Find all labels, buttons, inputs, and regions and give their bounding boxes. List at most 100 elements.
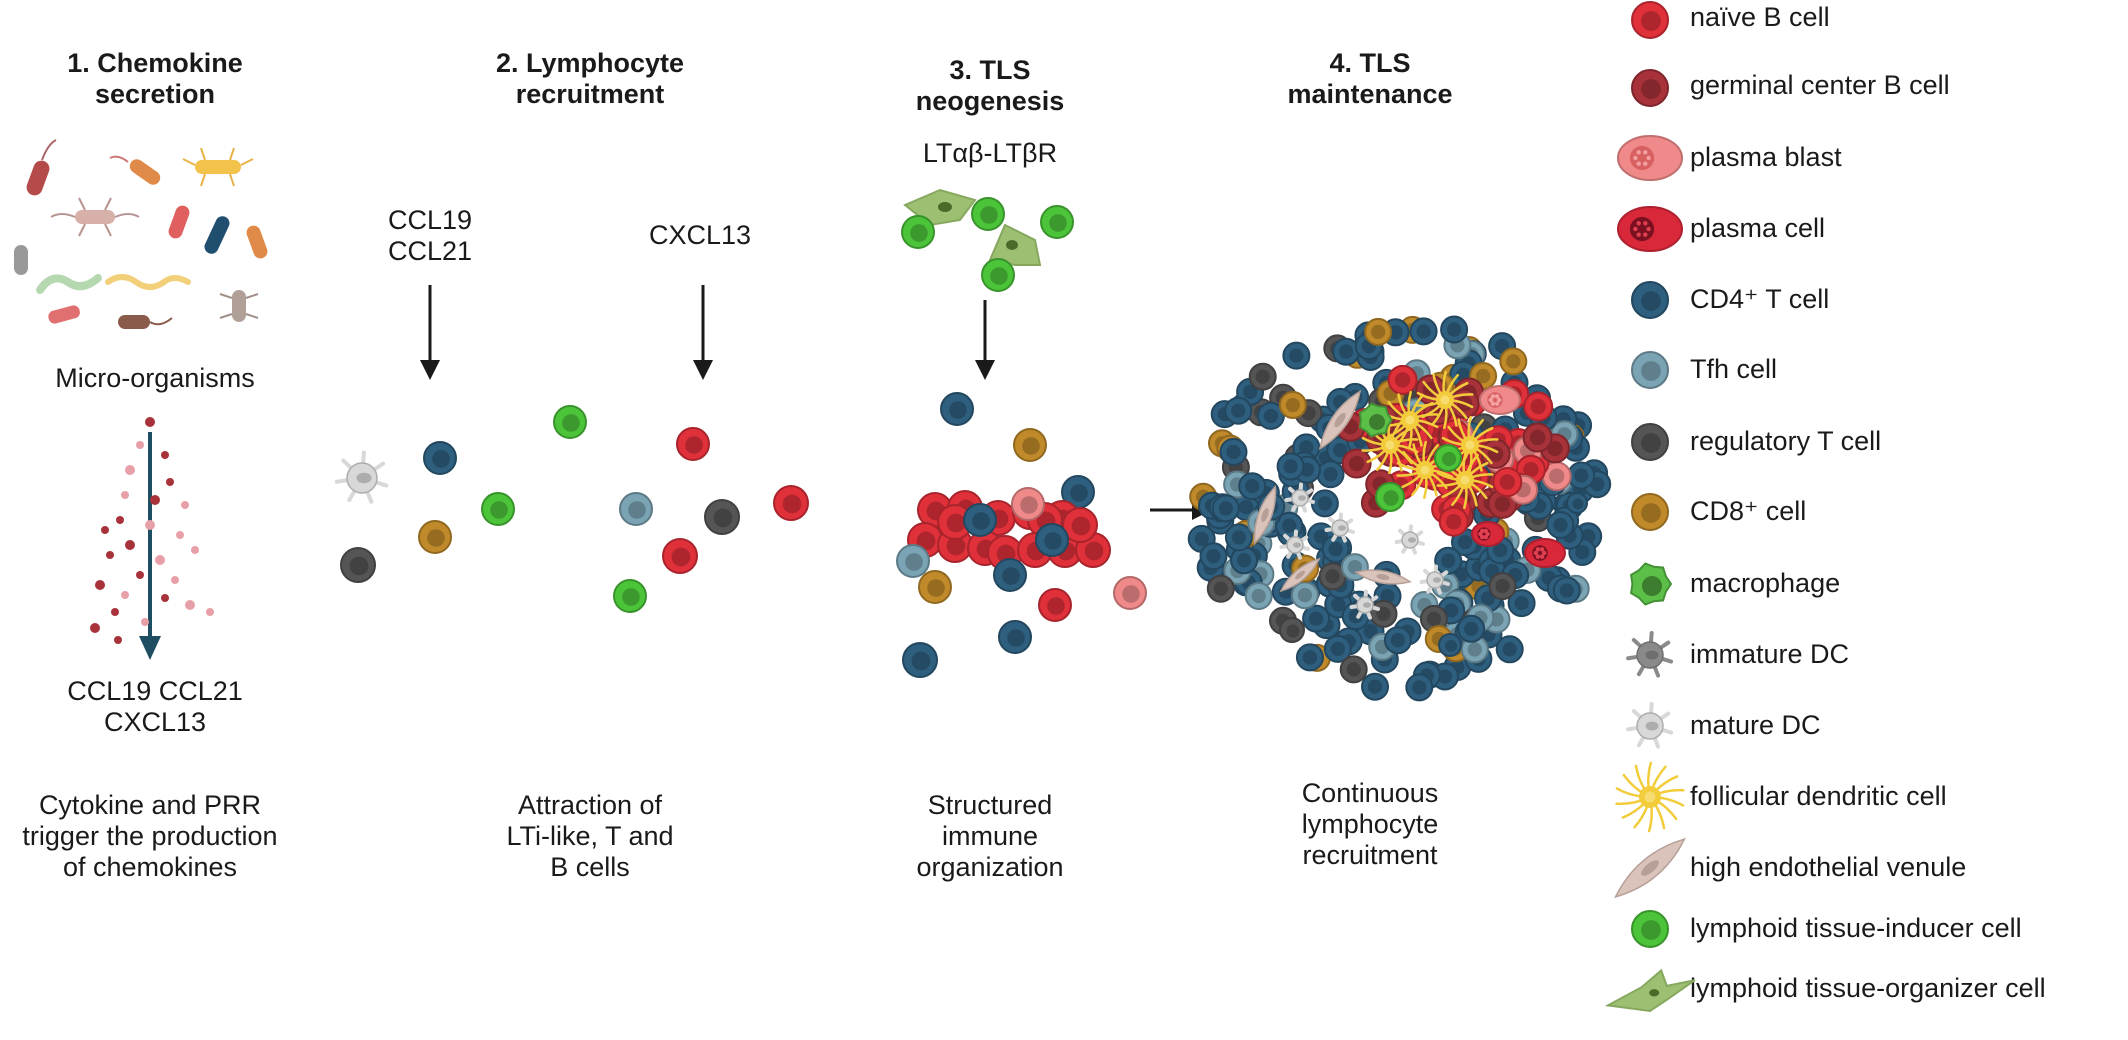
chemokine-dot [121, 491, 129, 499]
plasma-blast-icon [1617, 135, 1683, 181]
step2-title-line2: recruitment [515, 79, 665, 109]
tls-t-cell [1507, 589, 1536, 618]
tls-high-endothelial-venule [1318, 389, 1362, 451]
legend-label-macrophage: macrophage [1690, 568, 1841, 598]
tls-mature-dc [1279, 529, 1310, 560]
micro-organisms-label: Micro-organisms [55, 363, 255, 393]
tls-t-cell [1316, 460, 1345, 489]
bacterium-icon [182, 147, 254, 187]
cd4-t-cell-icon [1061, 475, 1095, 509]
bacterium-icon [118, 315, 173, 329]
chemokine-dot [145, 417, 155, 427]
chemokine-dot [106, 551, 114, 559]
bacterium-icon [219, 290, 259, 322]
step1-desc-line1: Cytokine and PRR [38, 790, 262, 820]
lymphoid-tissue-inducer-cell-icon [901, 215, 935, 249]
tls-t-cell [1383, 626, 1412, 655]
step3-description: Structured immune organization [840, 790, 1140, 883]
chemokine-dot [90, 623, 100, 633]
naive-b-cell-icon [1113, 576, 1147, 610]
tls-high-endothelial-venule [1253, 485, 1277, 545]
tls-high-endothelial-venule [1354, 569, 1412, 585]
tls-b-cell [1341, 448, 1372, 479]
bacterium-icon [246, 225, 268, 259]
ccl-arrow [420, 285, 440, 380]
cd4-t-cell-icon [1631, 281, 1669, 319]
plasma-cell-icon [1617, 206, 1683, 252]
regulatory-t-cell-icon [704, 499, 740, 535]
cells-layer [334, 197, 1147, 678]
tls-lti-cell [1434, 444, 1462, 472]
step4-title-line2: maintenance [1287, 79, 1453, 109]
mature-dc-icon [1626, 701, 1674, 749]
tls-t-cell [1318, 562, 1347, 591]
cd4-t-cell-icon [423, 441, 457, 475]
tls-t-cell [1295, 643, 1324, 672]
bacterium-icon [26, 139, 57, 196]
tls-t-cell [1219, 437, 1248, 466]
tls-high-endothelial-venule [1279, 557, 1321, 593]
chemokine-dot [171, 576, 179, 584]
cd8-cell-icon [918, 570, 952, 604]
tls-t-cell [1279, 617, 1305, 643]
legend-icons [1604, 1, 1696, 1013]
tls-t-cell [1438, 633, 1462, 657]
bacterium-icon [105, 274, 191, 290]
tfh-cell-icon [896, 544, 930, 578]
step1-chemokines-line2: CXCL13 [103, 707, 207, 737]
tls-mature-dc [1324, 512, 1355, 543]
naive-b-cell-icon [1011, 487, 1045, 521]
bacterium-icon [48, 305, 80, 324]
chemokine-dot [161, 594, 169, 602]
naive-b-cell-icon [773, 485, 809, 521]
tls-t-cell [1339, 655, 1368, 684]
tls-t-cell [1282, 341, 1311, 370]
step1-title-line2: secretion [94, 79, 216, 109]
cd4-t-cell-icon [963, 503, 997, 537]
legend-label-high-endothelial-venule: high endothelial venule [1690, 852, 1967, 882]
germinal-center-b-cell-icon [1631, 69, 1669, 107]
naive-b-cell-icon [1038, 588, 1072, 622]
tfh-cell-icon [619, 492, 653, 526]
tls-t-cell [1230, 546, 1259, 575]
chemokine-dot [116, 516, 124, 524]
tls-t-cell [1409, 317, 1438, 346]
chemokine-dot [95, 580, 105, 590]
chemokine-dot [125, 465, 135, 475]
cd4-t-cell-icon [998, 620, 1032, 654]
chemokine-dot [125, 540, 135, 550]
tls-t-cell [1434, 546, 1463, 575]
legend-label-cd8-cell: CD8⁺ cell [1690, 496, 1807, 526]
chemokine-dot [206, 608, 214, 616]
cd4-t-cell-icon [902, 642, 938, 678]
tls-t-cell [1224, 523, 1253, 552]
tls-t-cell [1302, 604, 1331, 633]
chemokine-dot [185, 600, 195, 610]
regulatory-t-cell-icon [1631, 423, 1669, 461]
naive-b-cell-icon [1631, 1, 1669, 39]
tls-t-cell [1405, 673, 1434, 702]
chemokine-dot [176, 531, 184, 539]
tls-t-cell [1440, 315, 1469, 344]
legend-label-lymphoid-tissue-organizer-cell: lymphoid tissue-organizer cell [1690, 973, 2046, 1003]
micro-organisms-illustration [14, 139, 268, 329]
tls-b-cell [1387, 364, 1418, 395]
tls-t-cell [1323, 634, 1352, 663]
tls-mature-dc [1419, 564, 1450, 595]
cxcl13-label: CXCL13 [648, 220, 752, 250]
lymphoid-tissue-inducer-cell-icon [481, 492, 515, 526]
bacterium-icon [168, 205, 190, 239]
chemokine-dot [136, 441, 144, 449]
step2-title-line1: 2. Lymphocyte [495, 48, 685, 78]
cd8-cell-icon [1631, 493, 1669, 531]
tls-mature-dc [1284, 482, 1315, 513]
ccl19-label: CCL19 [387, 205, 473, 235]
cd4-t-cell-icon [940, 392, 974, 426]
step1-chemokines-line1: CCL19 CCL21 [67, 676, 243, 706]
tls-t-cell [1369, 599, 1398, 628]
tls-plasma-cell [1524, 538, 1566, 568]
step1-title-line1: 1. Chemokine [67, 48, 243, 78]
high-endothelial-venule-icon [1614, 837, 1686, 899]
legend-label-immature-dc: immature DC [1690, 639, 1850, 669]
step3-title-line2: neogenesis [915, 86, 1065, 116]
